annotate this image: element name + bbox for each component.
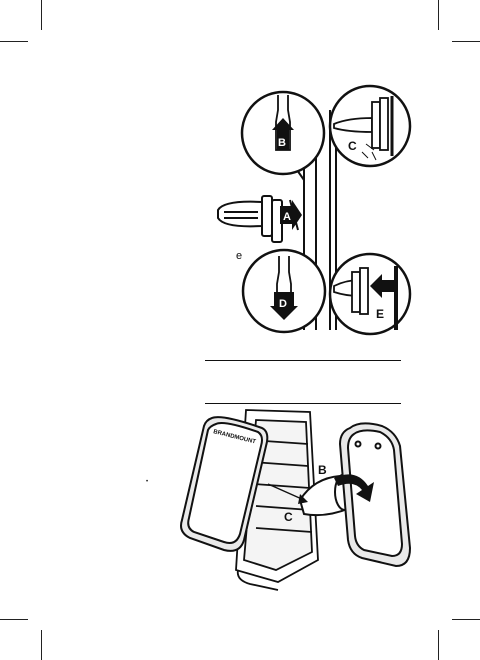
phone-back [340,423,410,566]
label-c-bottom: C [284,510,293,524]
label-b-bottom: B [318,463,327,477]
stray-dot: • [146,479,148,485]
